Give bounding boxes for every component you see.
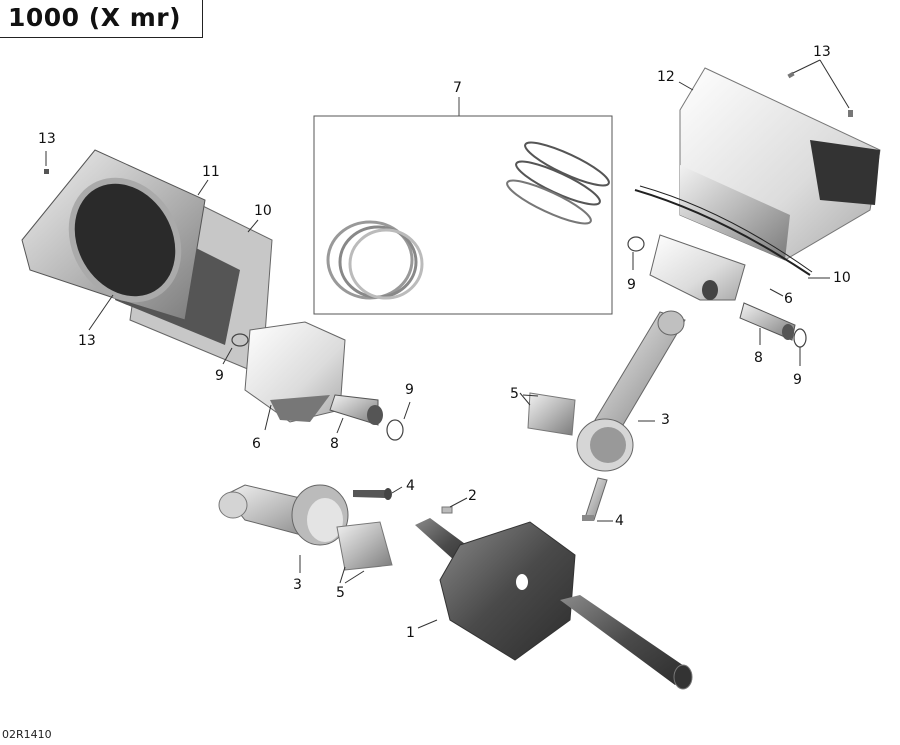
callout-7-piston-ring-kit[interactable]: 7 (453, 80, 462, 96)
circlip-right-a (627, 236, 645, 252)
callout-1-crankshaft[interactable]: 1 (406, 625, 415, 641)
callout-3-connecting-rod-left[interactable]: 3 (293, 577, 302, 593)
callout-3-connecting-rod-right[interactable]: 3 (661, 412, 670, 428)
callout-11-cylinder-left[interactable]: 11 (202, 164, 220, 180)
piston-pin-left (329, 394, 383, 426)
callout-9-circlip-left-b[interactable]: 9 (405, 382, 414, 398)
cylinder-left (21, 149, 273, 376)
callout-10-gasket-right[interactable]: 10 (833, 270, 851, 286)
figure-reference-code: 02R1410 (2, 728, 52, 741)
connecting-rod-left (218, 484, 349, 546)
bearing-right (527, 392, 576, 436)
cylinder-right (634, 67, 881, 276)
rod-bolt-left (353, 488, 392, 500)
callout-5-bearing-right[interactable]: 5 (510, 386, 519, 402)
leader-lines (45, 59, 850, 629)
callout-13-dowel-left-bottom[interactable]: 13 (78, 333, 96, 349)
callout-8-piston-pin-right[interactable]: 8 (754, 350, 763, 366)
callout-9-circlip-right-a[interactable]: 9 (627, 277, 636, 293)
diagram-title: 1000 (X mr) (8, 3, 181, 32)
callout-9-circlip-left-a[interactable]: 9 (215, 368, 224, 384)
callout-6-piston-right[interactable]: 6 (784, 291, 793, 307)
callout-8-piston-pin-left[interactable]: 8 (330, 436, 339, 452)
connecting-rod-right (576, 310, 686, 472)
piston-ring-kit (313, 97, 613, 315)
circlip-right-b (793, 328, 807, 348)
callout-5-bearing-left[interactable]: 5 (336, 585, 345, 601)
callout-4-rod-bolt-right[interactable]: 4 (615, 513, 624, 529)
crankshaft (415, 518, 693, 690)
circlip-left-a (231, 333, 249, 347)
rod-bolt-right (582, 477, 608, 521)
circlip-left-b (386, 419, 404, 441)
piston-right (649, 234, 746, 301)
piston-pin-right (739, 302, 796, 341)
callout-10-gasket-left[interactable]: 10 (254, 203, 272, 219)
woodruff-key (441, 506, 453, 514)
callout-9-circlip-right-b[interactable]: 9 (793, 372, 802, 388)
callout-4-rod-bolt-left[interactable]: 4 (406, 478, 415, 494)
callout-13-dowels-right[interactable]: 13 (813, 44, 831, 60)
bearing-left (336, 521, 393, 571)
diagram-title-box: 1000 (X mr) (0, 0, 203, 38)
piston-left (244, 321, 346, 423)
callout-2-woodruff-key[interactable]: 2 (468, 488, 477, 504)
callout-6-piston-left[interactable]: 6 (252, 436, 261, 452)
callout-12-cylinder-right[interactable]: 12 (657, 69, 675, 85)
callout-13-dowel-left-top[interactable]: 13 (38, 131, 56, 147)
